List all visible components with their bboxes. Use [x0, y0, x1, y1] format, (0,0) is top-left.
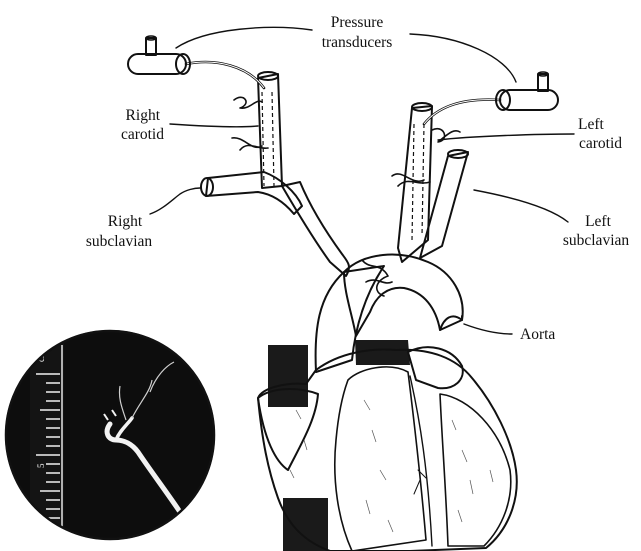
- label-right-subclavian-line2: subclavian: [86, 233, 153, 250]
- right-carotid-catheter: [262, 92, 274, 186]
- leader-right-subclavian: [150, 188, 200, 214]
- right-subclavian-artery: [206, 172, 302, 214]
- angiogram-inset: cm 5: [6, 331, 214, 540]
- superior-vena-cava: [268, 345, 308, 407]
- label-pressure-line2: transducers: [322, 34, 393, 51]
- left-pressure-transducer: [496, 72, 558, 110]
- sutures: [232, 97, 460, 296]
- inset-scale-mark-mid: 5: [36, 463, 46, 468]
- leader-left-carotid: [438, 134, 574, 140]
- heart: [258, 340, 517, 551]
- label-pressure-line1: Pressure: [331, 14, 384, 31]
- aortic-arch: [344, 255, 463, 336]
- label-right-carotid-line2: carotid: [121, 126, 164, 143]
- label-left-carotid-line1: Left: [578, 116, 605, 133]
- left-ventricle: [440, 394, 511, 546]
- right-pressure-transducer: [128, 36, 190, 74]
- label-right-subclavian-line1: Right: [108, 213, 143, 230]
- inset-ruler: [30, 340, 64, 540]
- left-carotid-artery: [398, 106, 432, 262]
- labels: Pressure transducers Right carotid Left …: [86, 14, 630, 343]
- pulmonary-vessel: [355, 340, 410, 365]
- leader-aorta: [464, 324, 512, 334]
- label-left-carotid-line2: carotid: [579, 135, 622, 152]
- great-vessels: [186, 62, 500, 372]
- label-right-carotid-line1: Right: [126, 107, 161, 124]
- interventricular-groove: [410, 376, 432, 546]
- leader-pressure-left: [176, 27, 312, 48]
- brachiocephalic-trunk: [282, 182, 349, 276]
- leader-left-subclavian: [474, 190, 568, 222]
- right-carotid-artery: [258, 74, 282, 188]
- label-left-subclavian-line2: subclavian: [563, 232, 630, 249]
- leader-pressure-right: [410, 34, 516, 82]
- label-left-subclavian-line1: Left: [585, 213, 612, 230]
- leader-lines: [150, 27, 574, 334]
- inferior-vena-cava: [283, 498, 328, 551]
- leader-right-carotid: [170, 124, 258, 127]
- label-aorta: Aorta: [520, 326, 555, 343]
- right-transducer-tube: [186, 62, 264, 88]
- left-subclavian-artery: [420, 152, 468, 258]
- right-ventricle: [335, 367, 426, 551]
- left-transducer-tube: [424, 100, 500, 124]
